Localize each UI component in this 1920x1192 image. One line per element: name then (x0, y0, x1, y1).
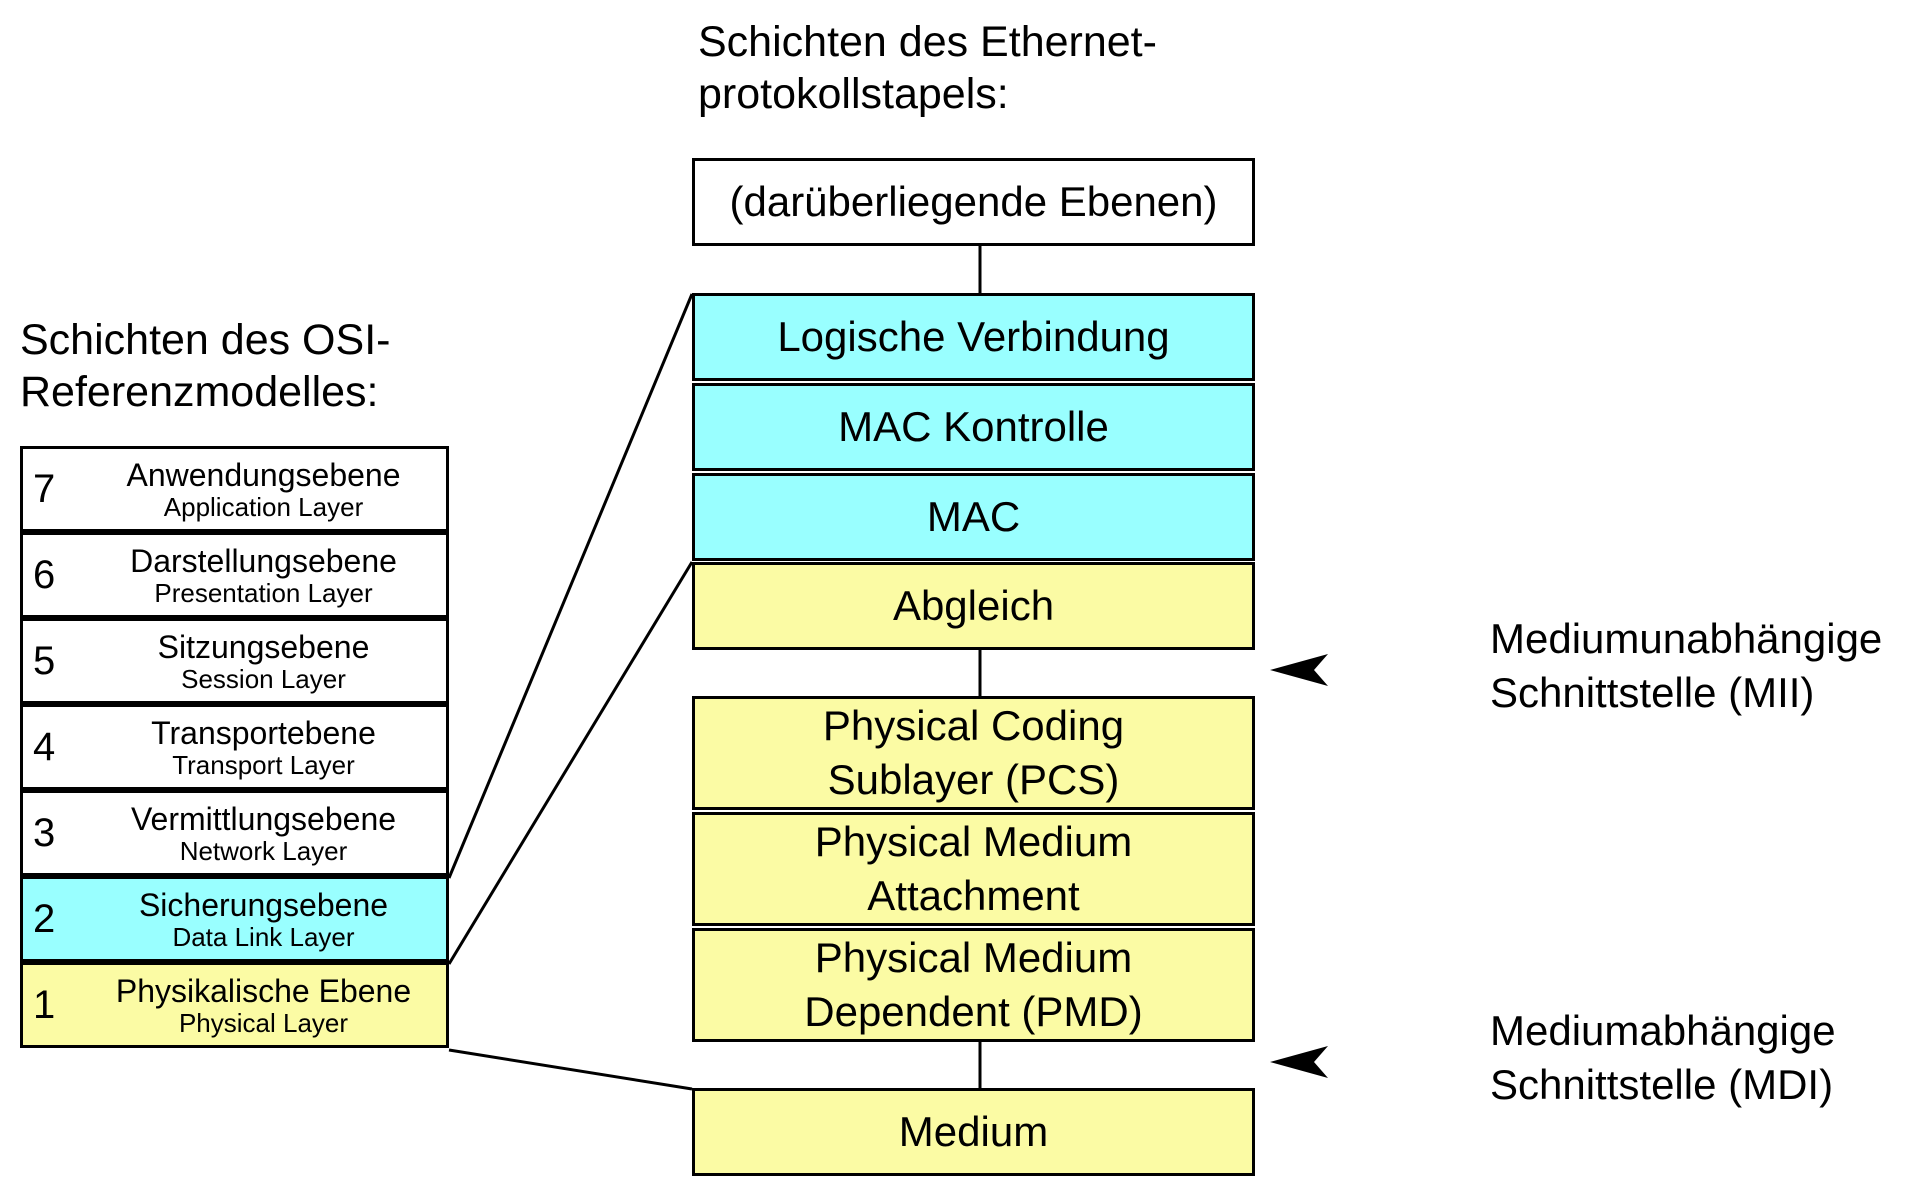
osi-layer-6: 6 Darstellungsebene Presentation Layer (20, 532, 449, 618)
osi-layer-number: 5 (33, 639, 56, 683)
osi-layer-english: Transport Layer (172, 750, 355, 780)
ethernet-pcs-box: Physical Coding Sublayer (PCS) (692, 696, 1255, 810)
eth-box-label: MAC Kontrolle (838, 403, 1109, 450)
ethernet-mac-control-box: MAC Kontrolle (692, 383, 1255, 471)
mapping-line-datalink-top (447, 293, 694, 879)
osi-layer-number: 3 (33, 811, 56, 855)
osi-model-heading: Schichten des OSI- Referenzmodelles: (20, 314, 390, 418)
ethernet-mac-box: MAC (692, 473, 1255, 561)
osi-layer-4: 4 Transportebene Transport Layer (20, 704, 449, 790)
mdi-label-line2: Schnittstelle (MDI) (1490, 1061, 1834, 1108)
osi-layer-number: 7 (33, 467, 56, 511)
eth-box-label-line2: Attachment (867, 872, 1080, 919)
eth-box-label-line2: Dependent (PMD) (804, 988, 1143, 1035)
osi-layer-number: 6 (33, 553, 56, 597)
eth-box-label: MAC (926, 493, 1021, 540)
osi-layer-name: Transportebene (151, 715, 376, 751)
ethernet-pma-box: Physical Medium Attachment (692, 812, 1255, 926)
ethernet-medium-box: Medium (692, 1088, 1255, 1176)
eth-box-label-line1: Physical Medium (814, 934, 1133, 981)
osi-layer-name: Vermittlungsebene (130, 801, 397, 837)
osi-layer-2: 2 Sicherungsebene Data Link Layer (20, 876, 449, 962)
osi-layer-name: Anwendungsebene (126, 457, 401, 493)
eth-box-label-line1: Physical Medium (814, 818, 1133, 865)
osi-layer-english: Session Layer (181, 664, 346, 694)
osi-layer-7: 7 Anwendungsebene Application Layer (20, 446, 449, 532)
eth-box-label: Medium (898, 1108, 1049, 1155)
ethernet-heading-line2: protokollstapels: (698, 70, 1009, 118)
ethernet-llc-box: Logische Verbindung (692, 293, 1255, 381)
ethernet-upper-layers-box: (darüberliegende Ebenen) (692, 158, 1255, 246)
ethernet-pmd-box: Physical Medium Dependent (PMD) (692, 928, 1255, 1042)
osi-layer-english: Application Layer (163, 492, 364, 522)
osi-layer-number: 4 (33, 725, 56, 769)
osi-layer-number: 2 (33, 897, 56, 941)
mapping-line-datalink-bottom (447, 561, 694, 965)
ethernet-heading-line1: Schichten des Ethernet- (698, 18, 1157, 66)
eth-box-label-line2: Sublayer (PCS) (827, 756, 1120, 803)
mii-label-line1: Mediumunabhängige (1490, 615, 1883, 662)
ethernet-stack-heading: Schichten des Ethernet- protokollstapels… (698, 16, 1157, 120)
osi-layer-1: 1 Physikalische Ebene Physical Layer (20, 962, 449, 1048)
eth-box-label-line1: Physical Coding (822, 702, 1125, 749)
mii-label: Mediumunabhängige Schnittstelle (MII) (1490, 612, 1882, 720)
osi-layer-name: Physikalische Ebene (115, 973, 412, 1009)
osi-layer-5: 5 Sitzungsebene Session Layer (20, 618, 449, 704)
osi-layer-english: Physical Layer (178, 1008, 349, 1038)
mdi-arrow-icon (1270, 1046, 1328, 1078)
osi-heading-line1: Schichten des OSI- (20, 316, 391, 364)
osi-layer-number: 1 (33, 983, 56, 1027)
osi-layer-3: 3 Vermittlungsebene Network Layer (20, 790, 449, 876)
ethernet-reconciliation-box: Abgleich (692, 562, 1255, 650)
mii-arrow-icon (1270, 654, 1328, 686)
osi-layer-english: Network Layer (179, 836, 348, 866)
osi-layer-name: Sicherungsebene (138, 887, 389, 923)
eth-box-label: Logische Verbindung (777, 313, 1170, 360)
mii-label-line2: Schnittstelle (MII) (1490, 669, 1815, 716)
osi-heading-line2: Referenzmodelles: (20, 368, 379, 416)
osi-layer-name: Darstellungsebene (130, 543, 397, 579)
osi-layer-english: Data Link Layer (172, 922, 355, 952)
mdi-label-line1: Mediumabhängige (1490, 1007, 1836, 1054)
eth-box-label: Abgleich (892, 582, 1055, 629)
osi-layer-english: Presentation Layer (154, 578, 373, 608)
eth-box-label: (darüberliegende Ebenen) (729, 178, 1218, 225)
mapping-line-physical-bottom (448, 1048, 693, 1091)
mdi-label: Mediumabhängige Schnittstelle (MDI) (1490, 1004, 1836, 1112)
osi-layer-name: Sitzungsebene (157, 629, 370, 665)
